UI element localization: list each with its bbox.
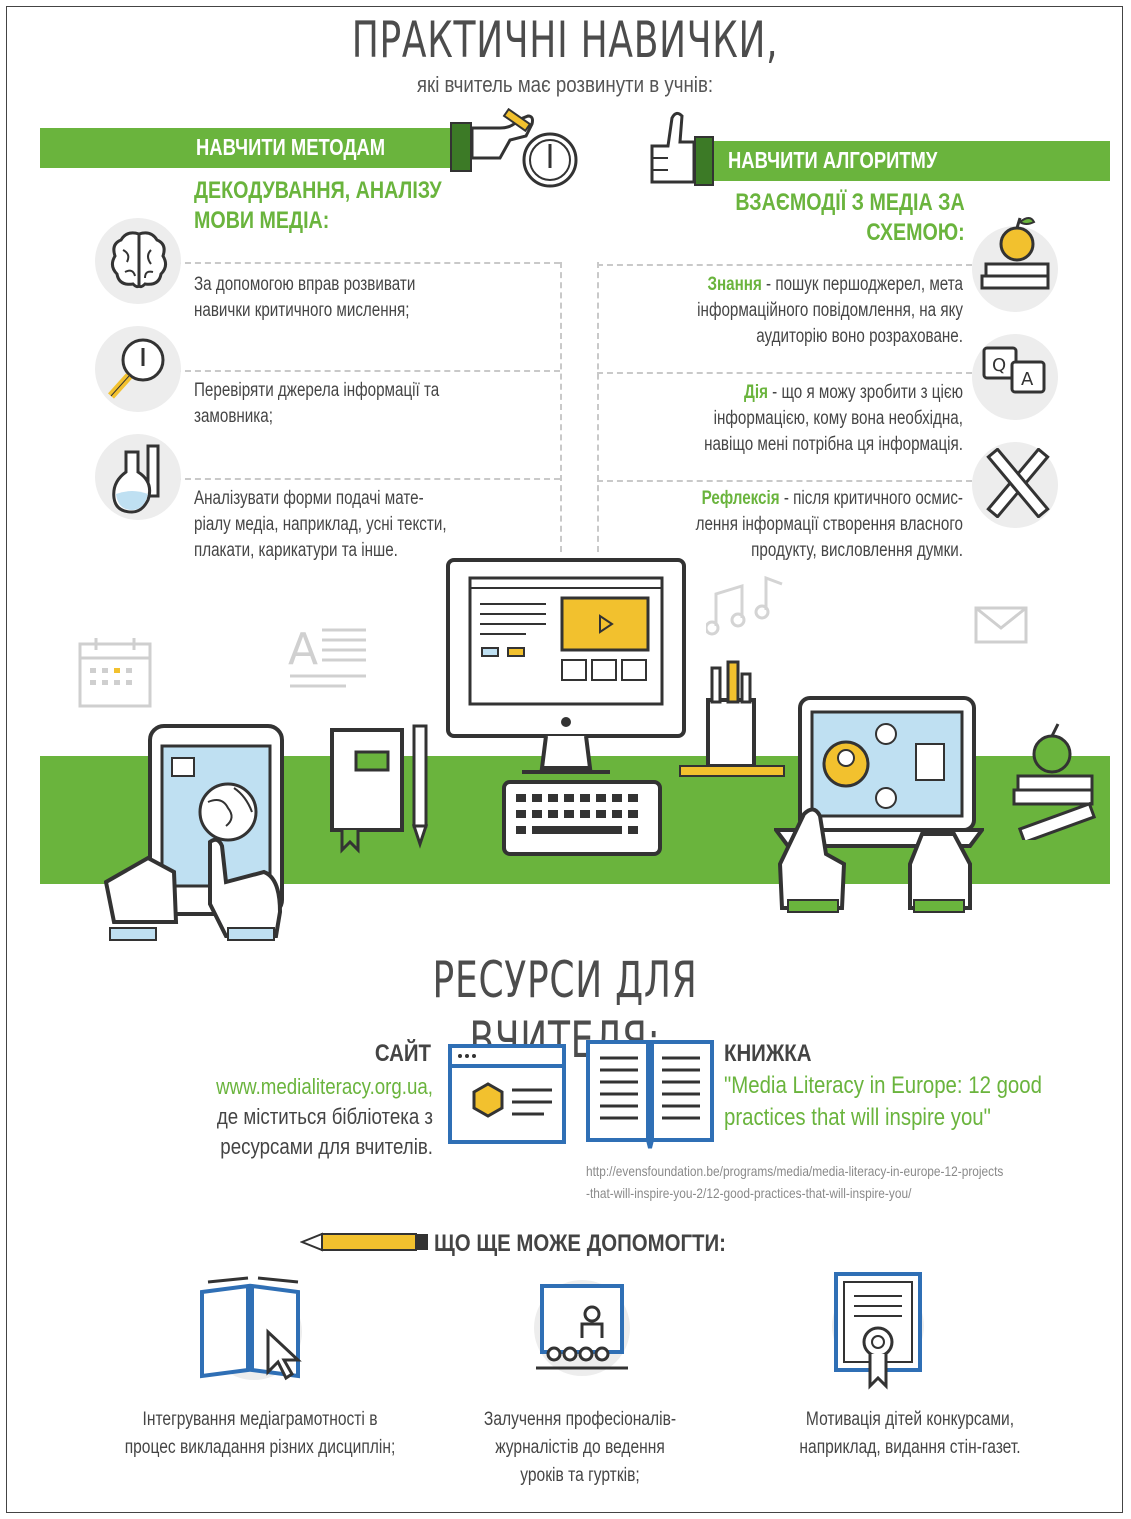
right-item-3-text: Рефлексія - після критичного осмис- ленн… — [587, 486, 963, 564]
help-item-3-line1: Мотивація дітей конкурсами, — [805, 1409, 1015, 1430]
open-book-icon — [586, 1040, 714, 1149]
book-heading: КНИЖКА — [724, 1040, 812, 1067]
keyboard-icon — [502, 780, 662, 856]
book-cursor-icon — [200, 1276, 302, 1381]
website-icon — [448, 1044, 566, 1144]
left-item-3-line3: плакати, карикатури та інше. — [194, 540, 398, 561]
right-item-2-keyword: Дія — [744, 382, 768, 403]
envelope-icon — [974, 606, 1028, 644]
right-item-1-line3: аудиторію воно розраховане. — [756, 326, 963, 347]
right-subhead-line1: ВЗАЄМОДІЇ З МЕДІА ЗА — [735, 189, 965, 216]
site-url[interactable]: www.medialiteracy.org.ua, — [216, 1074, 433, 1099]
left-item-3-line2: ріалу медіа, наприклад, усні тексти, — [194, 514, 447, 535]
qa-chat-icon: Q A — [982, 346, 1046, 394]
hand-magnifier-icon — [470, 108, 578, 188]
site-line2: ресурсами для вчителів. — [220, 1134, 433, 1159]
left-bar-label: НАВЧИТИ МЕТОДАМ — [196, 134, 386, 160]
monitor-icon — [446, 558, 686, 774]
right-item-1-text: Знання - пошук першоджерел, мета інформа… — [587, 272, 963, 350]
left-bar-cap — [450, 122, 472, 172]
apple-books-icon — [980, 217, 1050, 290]
left-row-line-2 — [175, 370, 560, 372]
left-item-1-line2: навички критичного мислення; — [194, 300, 410, 321]
site-line1: де міститься бібліотека з — [216, 1104, 433, 1129]
right-item-2-text: Дія - що я можу зробити з цією інформаці… — [587, 380, 963, 458]
help-item-1-line2: процес викладання різних дисциплін; — [124, 1437, 396, 1458]
book-title: "Media Literacy in Europe: 12 good pract… — [724, 1070, 1047, 1134]
right-divider — [597, 262, 599, 552]
notebook-pencil-icon — [330, 724, 429, 854]
calendar-icon — [78, 638, 152, 708]
left-item-2-line2: замовника; — [194, 406, 273, 427]
left-subhead-line1: ДЕКОДУВАННЯ, АНАЛІЗУ — [194, 177, 442, 204]
flask-icon — [112, 444, 160, 514]
page-title: ПРАКТИЧНІ НАВИЧКИ, — [351, 11, 779, 69]
book-link-line1: http://evensfoundation.be/programs/media… — [586, 1163, 1004, 1179]
left-divider — [560, 262, 562, 552]
help-item-2-line3: уроків та гуртків; — [520, 1465, 640, 1486]
right-bar-cap — [694, 136, 714, 186]
help-item-2-line1: Залучення професіоналів- — [483, 1409, 677, 1430]
presentation-icon — [534, 1280, 630, 1376]
right-row-line-1 — [597, 264, 972, 266]
help-item-1-line1: Інтегрування медіаграмотності в — [142, 1409, 378, 1430]
right-item-1-keyword: Знання — [707, 274, 762, 295]
tablet-hands-icon — [104, 724, 284, 941]
help-title: ЩО ЩЕ МОЖЕ ДОПОМОГТИ: — [434, 1230, 726, 1257]
text-document-icon: A — [288, 624, 366, 688]
help-item-2-line2: журналістів до ведення — [495, 1437, 665, 1458]
right-row-line-3 — [597, 480, 972, 482]
right-item-2-line3: навіщо мені потрібна ця інформація. — [704, 434, 963, 455]
magnifier-icon — [108, 338, 165, 399]
book-title-line2: practices that will inspire you" — [724, 1104, 991, 1131]
certificate-icon — [832, 1272, 924, 1390]
apple-books-desk-icon — [1012, 723, 1097, 840]
book-link-line2: -that-will-inspire-you-2/12-good-practic… — [586, 1185, 912, 1201]
right-item-1-line1: - пошук першоджерел, мета — [761, 274, 963, 295]
right-item-1-line2: інформаційного повідомлення, на яку — [697, 300, 963, 321]
left-row-line-1 — [175, 262, 560, 264]
svg-text:A: A — [1021, 369, 1034, 390]
book-title-line1: "Media Literacy in Europe: 12 good — [724, 1072, 1042, 1099]
book-link[interactable]: http://evensfoundation.be/programs/media… — [586, 1160, 1062, 1204]
right-item-2-line1: - що я можу зробити з цією — [767, 382, 963, 403]
left-row-line-3 — [175, 478, 560, 480]
pencil-divider-icon — [300, 1232, 428, 1252]
right-green-bar — [712, 141, 1110, 181]
left-green-bar — [40, 128, 450, 168]
help-item-2-text: Залучення професіоналів- журналістів до … — [441, 1406, 720, 1490]
left-subhead: ДЕКОДУВАННЯ, АНАЛІЗУ МОВИ МЕДІА: — [194, 176, 442, 236]
left-subhead-line2: МОВИ МЕДІА: — [194, 207, 330, 234]
left-item-1-text: За допомогою вправ розвивати навички кри… — [194, 272, 546, 324]
music-note-icon — [706, 575, 783, 636]
right-item-3-keyword: Рефлексія — [701, 488, 780, 509]
right-item-3-line2: лення інформації створення власного — [695, 514, 963, 535]
help-item-1-text: Інтегрування медіаграмотності в процес в… — [104, 1406, 416, 1462]
right-item-3-line1: - після критичного осмис- — [779, 488, 963, 509]
left-item-2-line1: Перевіряти джерела інформації та — [194, 380, 440, 401]
page-subtitle: які вчитель має розвинути в учнів: — [416, 72, 714, 97]
svg-text:Q: Q — [992, 355, 1006, 376]
right-item-2-line2: інформацією, кому вона необхідна, — [713, 408, 963, 429]
thumbs-up-icon — [650, 111, 696, 184]
pencil-ruler-icon — [986, 448, 1050, 518]
right-row-line-2 — [597, 372, 972, 374]
right-bar-label: НАВЧИТИ АЛГОРИТМУ — [728, 147, 938, 173]
help-item-3-text: Мотивація дітей конкурсами, наприклад, в… — [762, 1406, 1057, 1462]
svg-text:A: A — [288, 624, 318, 675]
left-item-3-text: Аналізувати форми подачі мате- ріалу мед… — [194, 486, 546, 564]
left-item-3-line1: Аналізувати форми подачі мате- — [194, 488, 424, 509]
left-item-1-line1: За допомогою вправ розвивати — [194, 274, 416, 295]
site-heading: САЙТ — [374, 1040, 431, 1067]
pencil-cup-icon — [679, 660, 785, 777]
right-item-3-line3: продукту, висловлення думки. — [751, 540, 963, 561]
brain-icon — [110, 231, 168, 289]
laptop-hands-icon — [774, 696, 984, 913]
site-text: www.medialiteracy.org.ua, де міститься б… — [161, 1072, 433, 1162]
page-frame — [6, 6, 1123, 1513]
left-item-2-text: Перевіряти джерела інформації та замовни… — [194, 378, 546, 430]
help-item-3-line2: наприклад, видання стін-газет. — [799, 1437, 1021, 1458]
right-subhead-line2: СХЕМОЮ: — [866, 219, 965, 246]
right-subhead: ВЗАЄМОДІЇ З МЕДІА ЗА СХЕМОЮ: — [736, 188, 965, 248]
